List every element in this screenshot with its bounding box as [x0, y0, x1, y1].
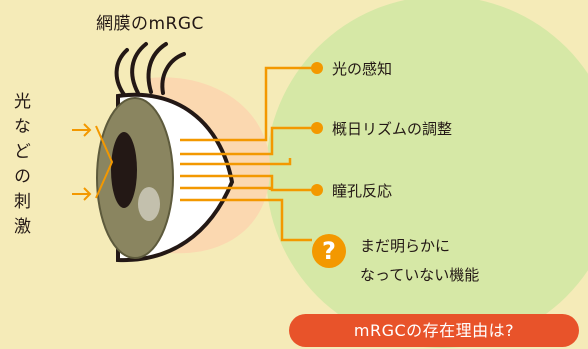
stimulus-chevron-icon [95, 125, 114, 199]
function-label-unknown-line1: まだ明らかに [360, 237, 451, 255]
bullet-dot [311, 184, 323, 196]
bullet-dot [311, 62, 323, 74]
function-label-circadian-rhythm: 概日リズムの調整 [332, 120, 453, 138]
eyelash-group [114, 42, 186, 98]
bullet-dot [311, 122, 323, 134]
question-pill: mRGCの存在理由は? [289, 314, 579, 347]
stimulus-arrows [72, 123, 114, 201]
eye-highlight [138, 187, 160, 221]
bullet-dots [311, 62, 323, 196]
function-label-light-sensing: 光の感知 [332, 60, 393, 78]
stimulus-arrow-icon [72, 123, 92, 137]
function-label-pupil-response: 瞳孔反応 [332, 182, 393, 200]
diagram-title: 網膜のmRGC [96, 14, 204, 34]
question-icon: ? [312, 234, 346, 268]
stimulus-arrow-icon [72, 187, 92, 201]
stimulus-label: 光などの刺激 [10, 92, 30, 242]
function-label-unknown-line2: なっていない機能 [360, 266, 480, 284]
connector-lines [180, 66, 314, 242]
pupil [111, 132, 137, 208]
function-area-circle [266, 0, 588, 348]
